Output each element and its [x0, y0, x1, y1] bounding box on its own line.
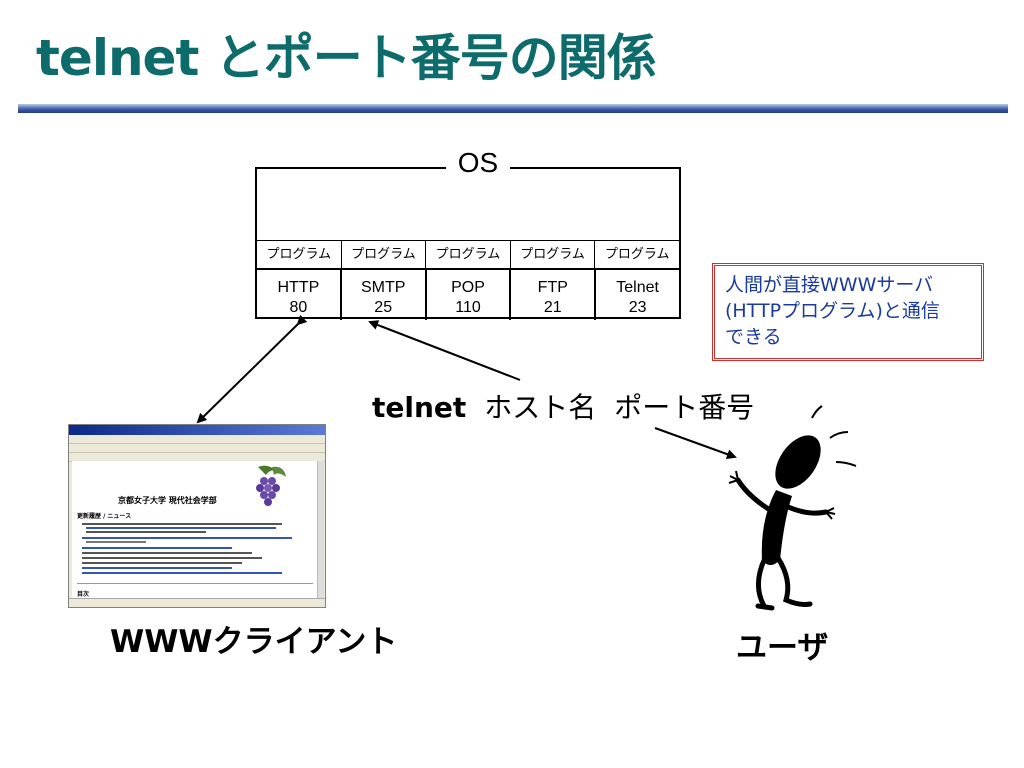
- user-to-command-arrow: [654, 427, 737, 459]
- grapes-icon: [256, 465, 286, 506]
- browser-titlebar: [69, 425, 325, 435]
- port-number: 80: [289, 299, 308, 316]
- browser-window: 京都女子大学 現代社会学部 更新履歴 / ニュース 目次: [68, 424, 326, 608]
- browser-page-heading: 京都女子大学 現代社会学部: [118, 496, 217, 505]
- text-line: [86, 527, 276, 529]
- text-line: [82, 523, 282, 525]
- command-to-os-arrow: [368, 320, 521, 381]
- telnet-command: telnet ホスト名ポート番号: [372, 386, 754, 426]
- command-keyword: telnet: [372, 391, 467, 424]
- browser-page: 京都女子大学 現代社会学部 更新履歴 / ニュース 目次: [72, 461, 318, 599]
- text-line: [82, 547, 232, 549]
- text-line: [82, 567, 232, 569]
- browser-news-heading: 更新履歴 / ニュース: [77, 513, 132, 520]
- port-number: 21: [543, 299, 562, 316]
- slide-title: telnet とポート番号の関係: [36, 29, 657, 87]
- note-line-3: できる: [725, 326, 782, 348]
- port-number: 23: [628, 299, 647, 316]
- port-number: 110: [455, 299, 481, 316]
- program-row: プログラム プログラム プログラム プログラム プログラム: [257, 240, 679, 269]
- port-cell-smtp: SMTP 25: [342, 270, 427, 320]
- command-host: ホスト名: [484, 391, 597, 424]
- port-row: HTTP 80 SMTP 25 POP 110 FTP 21 Telnet 23: [257, 268, 679, 320]
- user-label: ユーザ: [736, 630, 829, 666]
- browser-toolbar: [69, 444, 325, 453]
- port-cell-ftp: FTP 21: [511, 270, 597, 320]
- port-name: HTTP: [277, 279, 320, 296]
- www-client-label: WWWクライアント: [110, 624, 398, 660]
- program-cell-pop: プログラム: [426, 241, 511, 269]
- text-line: [82, 557, 262, 559]
- page-divider: [77, 583, 313, 584]
- note-line-2: (HTTPプログラム)と通信: [725, 300, 940, 322]
- text-line: [86, 541, 146, 543]
- program-cell-http: プログラム: [257, 241, 342, 269]
- program-cell-telnet: プログラム: [604, 247, 670, 262]
- port-number: 25: [374, 299, 393, 316]
- text-line: [82, 572, 282, 574]
- program-cell-smtp: プログラム: [342, 241, 427, 269]
- note-line-1: 人間が直接WWWサーバ: [725, 274, 934, 296]
- text-line: [86, 531, 206, 533]
- port-cell-telnet: Telnet 23: [596, 270, 679, 320]
- port-name: Telnet: [616, 279, 659, 296]
- port-cell-pop: POP 110: [427, 270, 512, 320]
- title-divider: [18, 104, 1008, 113]
- port-cell-http: HTTP 80: [257, 270, 342, 320]
- program-cell-ftp: プログラム: [511, 241, 596, 269]
- http-client-arrow: [196, 314, 308, 424]
- text-line: [82, 562, 242, 564]
- browser-statusbar: [69, 598, 325, 607]
- port-name: POP: [451, 279, 485, 296]
- text-line: [82, 537, 292, 539]
- note-box: 人間が直接WWWサーバ (HTTPプログラム)と通信 できる: [712, 263, 984, 361]
- text-line: [82, 552, 252, 554]
- browser-toc-heading: 目次: [77, 591, 90, 598]
- command-port: ポート番号: [614, 391, 755, 424]
- browser-menubar: [69, 435, 325, 444]
- os-label: OS: [446, 143, 510, 183]
- browser-scrollbar: [317, 461, 324, 599]
- port-name: FTP: [537, 279, 568, 296]
- port-name: SMTP: [360, 279, 406, 296]
- user-figure-icon: [728, 405, 857, 611]
